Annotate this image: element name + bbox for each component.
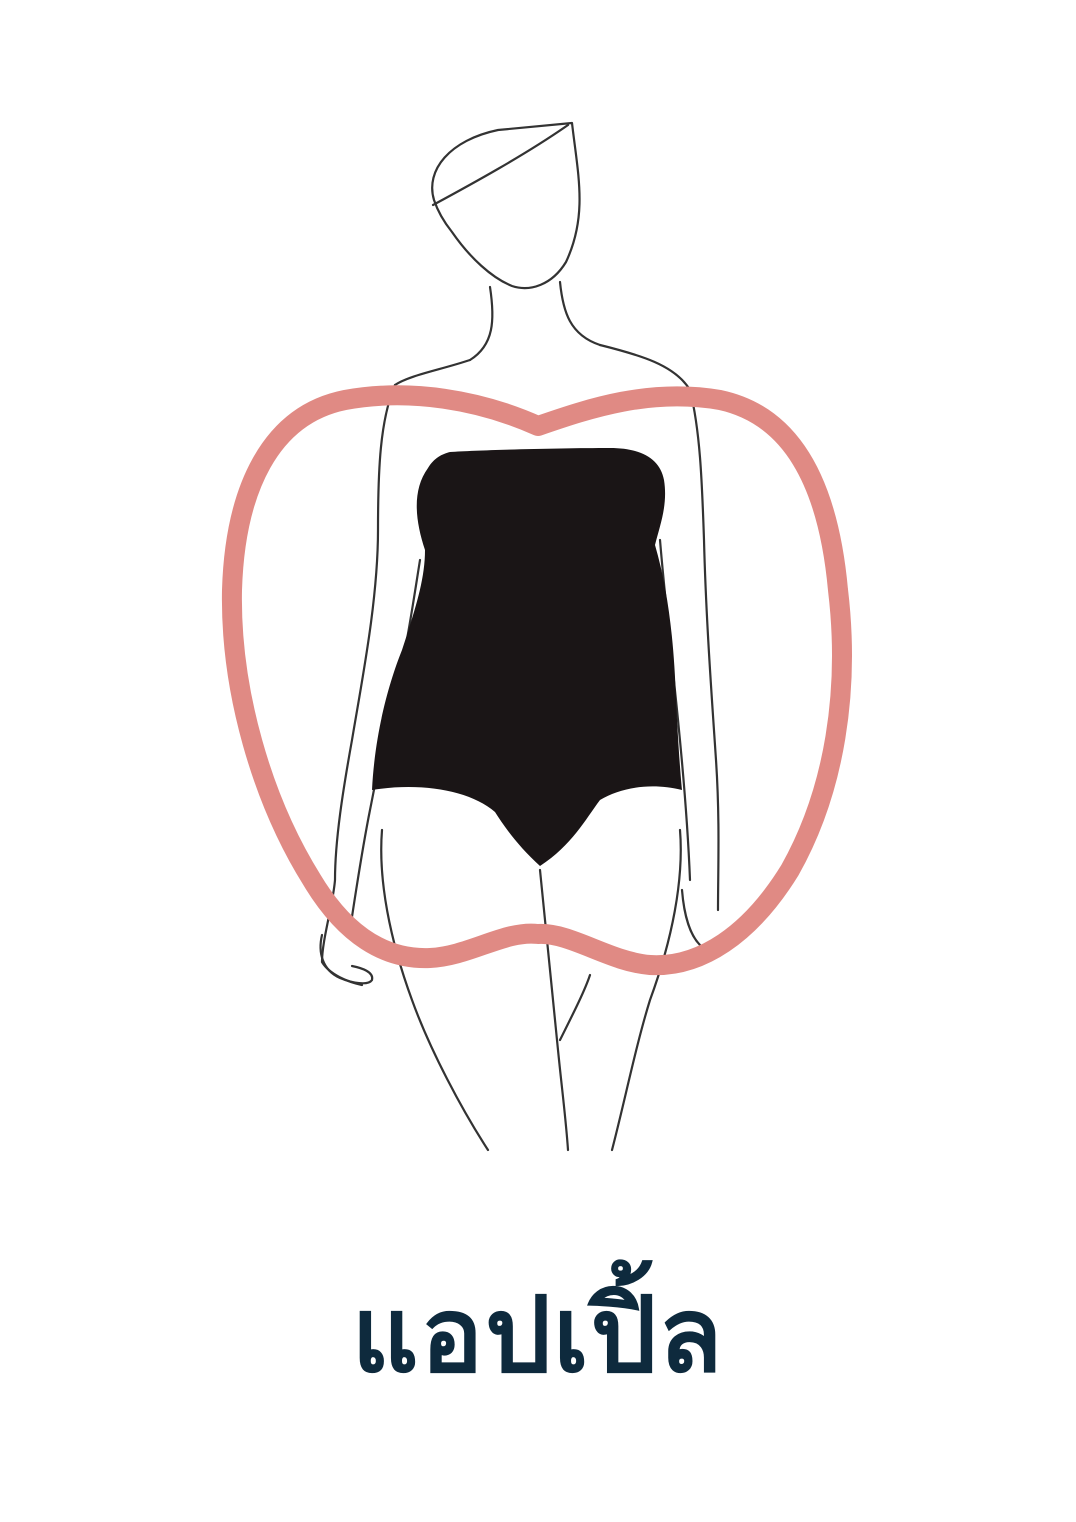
body-shape-label: แอปเปิ้ล — [351, 1274, 725, 1396]
head-outline — [431, 121, 581, 290]
apple-shape-outline — [221, 385, 852, 976]
body-shape-illustration — [221, 121, 852, 1152]
body-shape-svg — [221, 121, 852, 1152]
left-shoulder — [393, 358, 472, 387]
neck-left — [468, 285, 494, 362]
right-hand — [680, 888, 702, 947]
left-leg-outer — [380, 828, 490, 1152]
swimsuit-shape — [372, 448, 682, 866]
right-shoulder — [598, 343, 692, 392]
left-leg-inner — [538, 868, 570, 1152]
right-leg-outer — [610, 828, 682, 1152]
neck-right — [558, 280, 602, 347]
right-arm-outer — [688, 388, 720, 912]
left-hand — [319, 933, 374, 985]
right-leg-inner — [558, 973, 592, 1042]
hair-line — [431, 123, 570, 207]
